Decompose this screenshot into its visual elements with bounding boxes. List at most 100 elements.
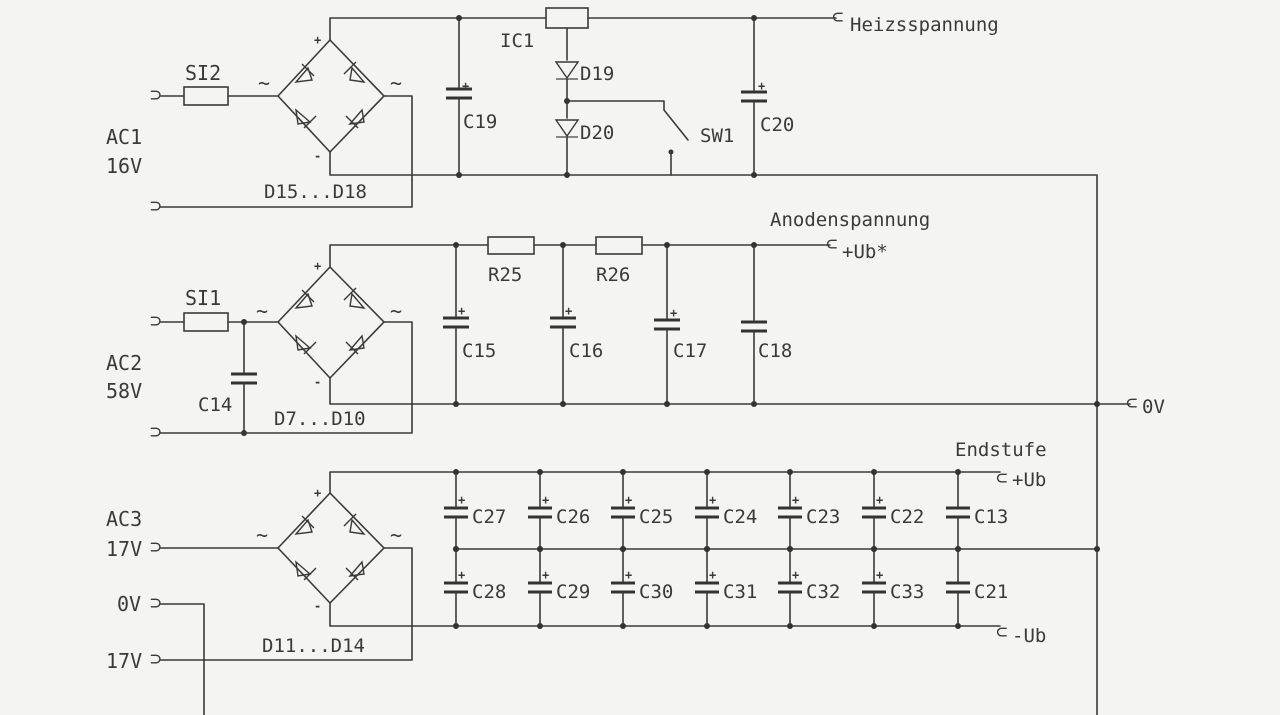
cap-plus: + xyxy=(876,493,883,507)
svg-text:⊃: ⊃ xyxy=(150,592,161,614)
fuse-si1 xyxy=(183,312,229,332)
capacitor-label: C30 xyxy=(639,581,673,603)
capacitor: + C23 xyxy=(778,469,840,552)
label-endstufe: Endstufe xyxy=(955,439,1047,461)
label-ac2: AC2 xyxy=(106,351,142,375)
capacitor-label: C28 xyxy=(472,581,506,603)
svg-text:⊂: ⊂ xyxy=(826,233,837,255)
label-plus-ub: +Ub xyxy=(1012,469,1046,491)
bridge3-ac-left: ~ xyxy=(256,523,268,547)
capacitor-label: C25 xyxy=(639,506,673,528)
label-c18: C18 xyxy=(758,340,792,362)
label-ac1-voltage: 16V xyxy=(106,154,142,178)
svg-text:⊂: ⊂ xyxy=(1126,392,1137,414)
label-c17: C17 xyxy=(673,340,707,362)
capacitor: C13 xyxy=(946,469,1008,552)
label-si1: SI1 xyxy=(185,286,221,310)
label-c14: C14 xyxy=(198,394,232,416)
label-d11-d14: D11...D14 xyxy=(262,635,365,657)
label-ac1: AC1 xyxy=(106,125,142,149)
bridge3-ac-right: ~ xyxy=(390,523,402,547)
capacitor-label: C23 xyxy=(806,506,840,528)
section-anode-supply: ⊃ ⊃ ⊂ xyxy=(150,233,1137,443)
capacitor-label: C21 xyxy=(974,581,1008,603)
bridge-rectifier-d15-d18 xyxy=(277,39,385,153)
cap-plus: + xyxy=(542,493,549,507)
capacitor: + C22 xyxy=(862,469,924,552)
svg-text:⊃: ⊃ xyxy=(150,84,161,106)
label-d20: D20 xyxy=(580,122,614,144)
cap-plus: + xyxy=(625,568,632,582)
capacitor: + C25 xyxy=(611,469,673,552)
bridge-rectifier-d11-d14 xyxy=(277,492,385,604)
label-sw1: SW1 xyxy=(700,125,734,147)
label-heizsspannung: Heizsspannung xyxy=(850,14,999,36)
cap-plus: + xyxy=(792,493,799,507)
bridge1-plus: + xyxy=(314,33,321,47)
regulator-ic1 xyxy=(545,7,589,29)
bridge2-plus: + xyxy=(314,259,321,273)
bridge2-minus: - xyxy=(314,375,321,389)
label-anodenspannung: Anodenspannung xyxy=(770,209,930,231)
capacitor-label: C33 xyxy=(890,581,924,603)
label-c20: C20 xyxy=(760,114,794,136)
label-ac2-voltage: 58V xyxy=(106,379,142,403)
label-r26: R26 xyxy=(596,264,630,286)
cap-plus: + xyxy=(625,493,632,507)
capacitor-label: C32 xyxy=(806,581,840,603)
bridge1-ac-right: ~ xyxy=(390,71,402,95)
cap-plus: + xyxy=(458,568,465,582)
cap-plus: + xyxy=(709,493,716,507)
cap-plus: + xyxy=(876,568,883,582)
resistor-r26 xyxy=(595,236,643,255)
capacitor: + C29 xyxy=(528,546,590,629)
label-0v-rail: 0V xyxy=(1142,396,1165,418)
bridge-rectifier-d7-d10 xyxy=(277,266,385,379)
label-r25: R25 xyxy=(488,264,522,286)
capacitor: + C27 xyxy=(444,469,506,552)
c16-plus: + xyxy=(565,304,572,318)
label-tap-0v: 0V xyxy=(117,592,141,616)
bridge2-ac-left: ~ xyxy=(256,299,268,323)
section-heater-supply: ⊃ ⊃ xyxy=(150,6,1098,715)
cap-plus: + xyxy=(792,568,799,582)
label-c19: C19 xyxy=(463,111,497,133)
capacitor-label: C27 xyxy=(472,506,506,528)
capacitor: + C32 xyxy=(778,546,840,629)
svg-text:⊃: ⊃ xyxy=(150,310,161,332)
capacitor-label: C29 xyxy=(556,581,590,603)
svg-text:⊃: ⊃ xyxy=(150,536,161,558)
label-ub-star: +Ub* xyxy=(842,241,888,263)
fuse-si2 xyxy=(183,86,229,106)
capacitor: + C33 xyxy=(862,546,924,629)
label-si2: SI2 xyxy=(185,61,221,85)
capacitor-label: C22 xyxy=(890,506,924,528)
capacitor-label: C31 xyxy=(723,581,757,603)
svg-text:⊃: ⊃ xyxy=(150,648,161,670)
label-c16: C16 xyxy=(569,340,603,362)
c17-plus: + xyxy=(670,306,677,320)
label-d7-d10: D7...D10 xyxy=(274,408,366,430)
cap-plus: + xyxy=(709,568,716,582)
label-ac3: AC3 xyxy=(106,507,142,531)
c15-plus: + xyxy=(458,304,465,318)
capacitor: +C24 xyxy=(695,469,757,552)
cap-plus: + xyxy=(542,568,549,582)
svg-text:⊃: ⊃ xyxy=(150,421,161,443)
label-d19: D19 xyxy=(580,63,614,85)
svg-text:⊃: ⊃ xyxy=(150,195,161,217)
label-minus-ub: -Ub xyxy=(1012,625,1046,647)
label-ic1: IC1 xyxy=(500,30,534,52)
c20-plus: + xyxy=(758,79,765,93)
capacitor-label: C26 xyxy=(556,506,590,528)
svg-text:⊂: ⊂ xyxy=(996,467,1007,489)
capacitor: + C31 xyxy=(695,546,757,629)
capacitor: + C30 xyxy=(611,546,673,629)
labels: SI2 AC1 16V D15...D18 C19 IC1 D19 D20 SW… xyxy=(106,14,1165,673)
capacitor-label: C13 xyxy=(974,506,1008,528)
bridge1-minus: - xyxy=(314,149,321,163)
cap-plus: + xyxy=(458,493,465,507)
capacitor: + C26 xyxy=(528,469,590,552)
